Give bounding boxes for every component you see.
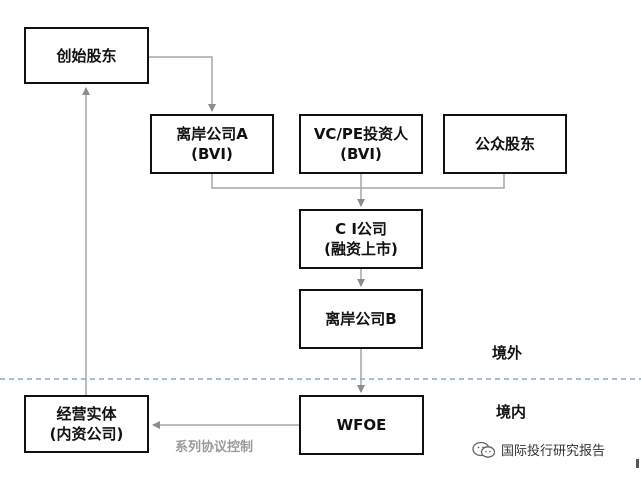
wfoe-box: WFOE bbox=[299, 395, 424, 455]
offshore-zone-label: 境外 bbox=[492, 344, 523, 362]
offshore-a-name: 离岸公司A bbox=[176, 125, 248, 143]
onshore-zone-label: 境内 bbox=[496, 403, 527, 421]
public-shareholders-box: 公众股东 bbox=[443, 114, 567, 174]
offshore-b-label: 离岸公司B bbox=[325, 310, 397, 328]
public-shareholders-label: 公众股东 bbox=[474, 135, 535, 153]
vc-pe-tag: (BVI) bbox=[340, 145, 382, 163]
ci-company-tag: (融资上市) bbox=[324, 240, 398, 258]
operating-entity-tag: (内资公司) bbox=[49, 425, 124, 443]
offshore-a-box: 离岸公司A (BVI) bbox=[150, 114, 274, 174]
offshore-a-tag: (BVI) bbox=[191, 145, 233, 163]
watermark: 国际投行研究报告 bbox=[472, 440, 605, 459]
offshore-a-to-ci-connector bbox=[211, 174, 505, 189]
wfoe-label: WFOE bbox=[336, 416, 387, 434]
edge-mark bbox=[636, 459, 639, 468]
operating-entity-box: 经营实体 (内资公司) bbox=[24, 395, 149, 453]
ci-company-box: C I公司 (融资上市) bbox=[299, 209, 423, 269]
founder-box: 创始股东 bbox=[24, 27, 149, 84]
vc-pe-investor-box: VC/PE投资人 (BVI) bbox=[299, 114, 423, 174]
operating-entity-name: 经营实体 bbox=[56, 405, 117, 423]
offshore-b-box: 离岸公司B bbox=[299, 289, 423, 349]
wechat-icon bbox=[472, 441, 496, 458]
ci-company-name: C I公司 bbox=[335, 220, 387, 238]
contract-control-label: 系列协议控制 bbox=[175, 440, 254, 455]
vc-pe-name: VC/PE投资人 bbox=[313, 125, 409, 143]
watermark-text: 国际投行研究报告 bbox=[501, 444, 606, 459]
founder-label: 创始股东 bbox=[56, 46, 117, 65]
founder-to-offshore-a-connector bbox=[149, 56, 216, 112]
